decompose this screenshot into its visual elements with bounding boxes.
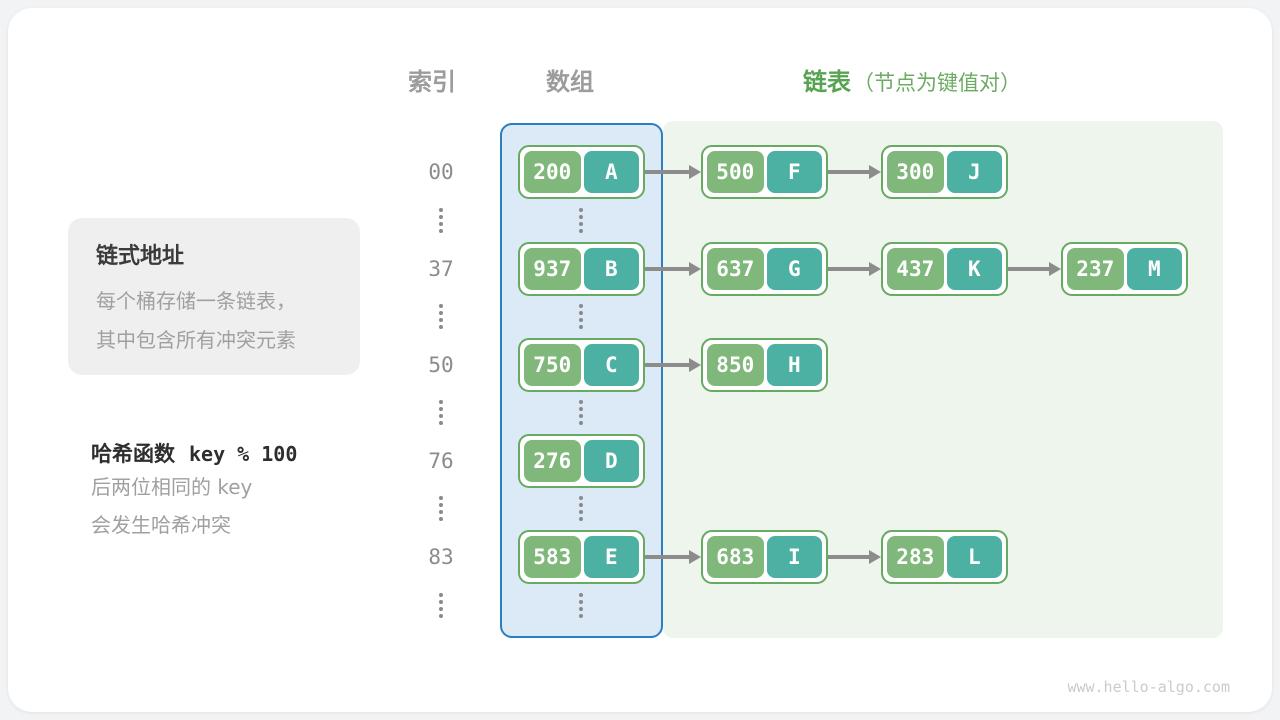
info-box-line: 其中包含所有冲突元素: [96, 328, 296, 352]
node-key: 437: [887, 248, 944, 290]
index-label: 76: [428, 449, 454, 473]
node-key: 583: [524, 536, 581, 578]
node-value: D: [583, 440, 639, 482]
header-array: 数组: [546, 68, 594, 96]
header-linked-list-label: 链表: [803, 68, 851, 96]
node-value: B: [583, 248, 639, 290]
node-key: 200: [524, 151, 581, 193]
index-label: 37: [428, 257, 454, 281]
node-value: E: [583, 536, 639, 578]
hash-note-line: 会发生哈希冲突: [91, 513, 231, 537]
index-label: 50: [428, 353, 454, 377]
node-value: F: [766, 151, 822, 193]
node-key: 683: [707, 536, 764, 578]
node-key: 937: [524, 248, 581, 290]
link-arrow-icon: [645, 358, 701, 372]
link-arrow-icon: [828, 165, 881, 179]
node-value: M: [1126, 248, 1182, 290]
index-label: 00: [428, 160, 454, 184]
node-value: L: [946, 536, 1002, 578]
node-value: J: [946, 151, 1002, 193]
node-value: I: [766, 536, 822, 578]
node-key: 750: [524, 344, 581, 386]
diagram-card: 索引 数组 链表（节点为键值对） 链式地址 每个桶存储一条链表， 其中包含所有冲…: [8, 8, 1272, 712]
vertical-ellipsis-icon: [439, 400, 443, 425]
node-key: 283: [887, 536, 944, 578]
link-arrow-icon: [828, 262, 881, 276]
link-arrow-icon: [645, 262, 701, 276]
vertical-ellipsis-icon: [579, 208, 583, 233]
node-key: 637: [707, 248, 764, 290]
vertical-ellipsis-icon: [439, 593, 443, 618]
hash-function-note: 哈希函数 key % 100 后两位相同的 key 会发生哈希冲突: [91, 438, 297, 544]
node-value: K: [946, 248, 1002, 290]
vertical-ellipsis-icon: [439, 496, 443, 521]
hash-function-label: 哈希函数: [91, 442, 175, 466]
hash-function-title: 哈希函数 key % 100: [91, 438, 297, 468]
node-value: G: [766, 248, 822, 290]
header-linked-list-note: （节点为键值对）: [853, 71, 1021, 95]
vertical-ellipsis-icon: [579, 593, 583, 618]
node-key: 276: [524, 440, 581, 482]
header-linked-list: 链表（节点为键值对）: [803, 62, 1021, 97]
hash-function-formula: key % 100: [189, 442, 298, 466]
link-arrow-icon: [828, 550, 881, 564]
link-arrow-icon: [1008, 262, 1061, 276]
node-key: 850: [707, 344, 764, 386]
vertical-ellipsis-icon: [439, 304, 443, 329]
info-box-line: 每个桶存储一条链表，: [96, 289, 296, 313]
hash-note-line: 后两位相同的 key: [91, 475, 253, 499]
link-arrow-icon: [645, 550, 701, 564]
vertical-ellipsis-icon: [439, 208, 443, 233]
vertical-ellipsis-icon: [579, 304, 583, 329]
vertical-ellipsis-icon: [579, 496, 583, 521]
node-value: C: [583, 344, 639, 386]
info-box-title: 链式地址: [96, 244, 185, 269]
node-key: 237: [1067, 248, 1124, 290]
header-index: 索引: [408, 68, 456, 96]
vertical-ellipsis-icon: [579, 400, 583, 425]
node-value: A: [583, 151, 639, 193]
info-box: 链式地址 每个桶存储一条链表， 其中包含所有冲突元素: [68, 218, 360, 375]
watermark: www.hello-algo.com: [1067, 678, 1230, 696]
node-key: 500: [707, 151, 764, 193]
node-key: 300: [887, 151, 944, 193]
index-label: 83: [428, 545, 454, 569]
link-arrow-icon: [645, 165, 701, 179]
node-value: H: [766, 344, 822, 386]
